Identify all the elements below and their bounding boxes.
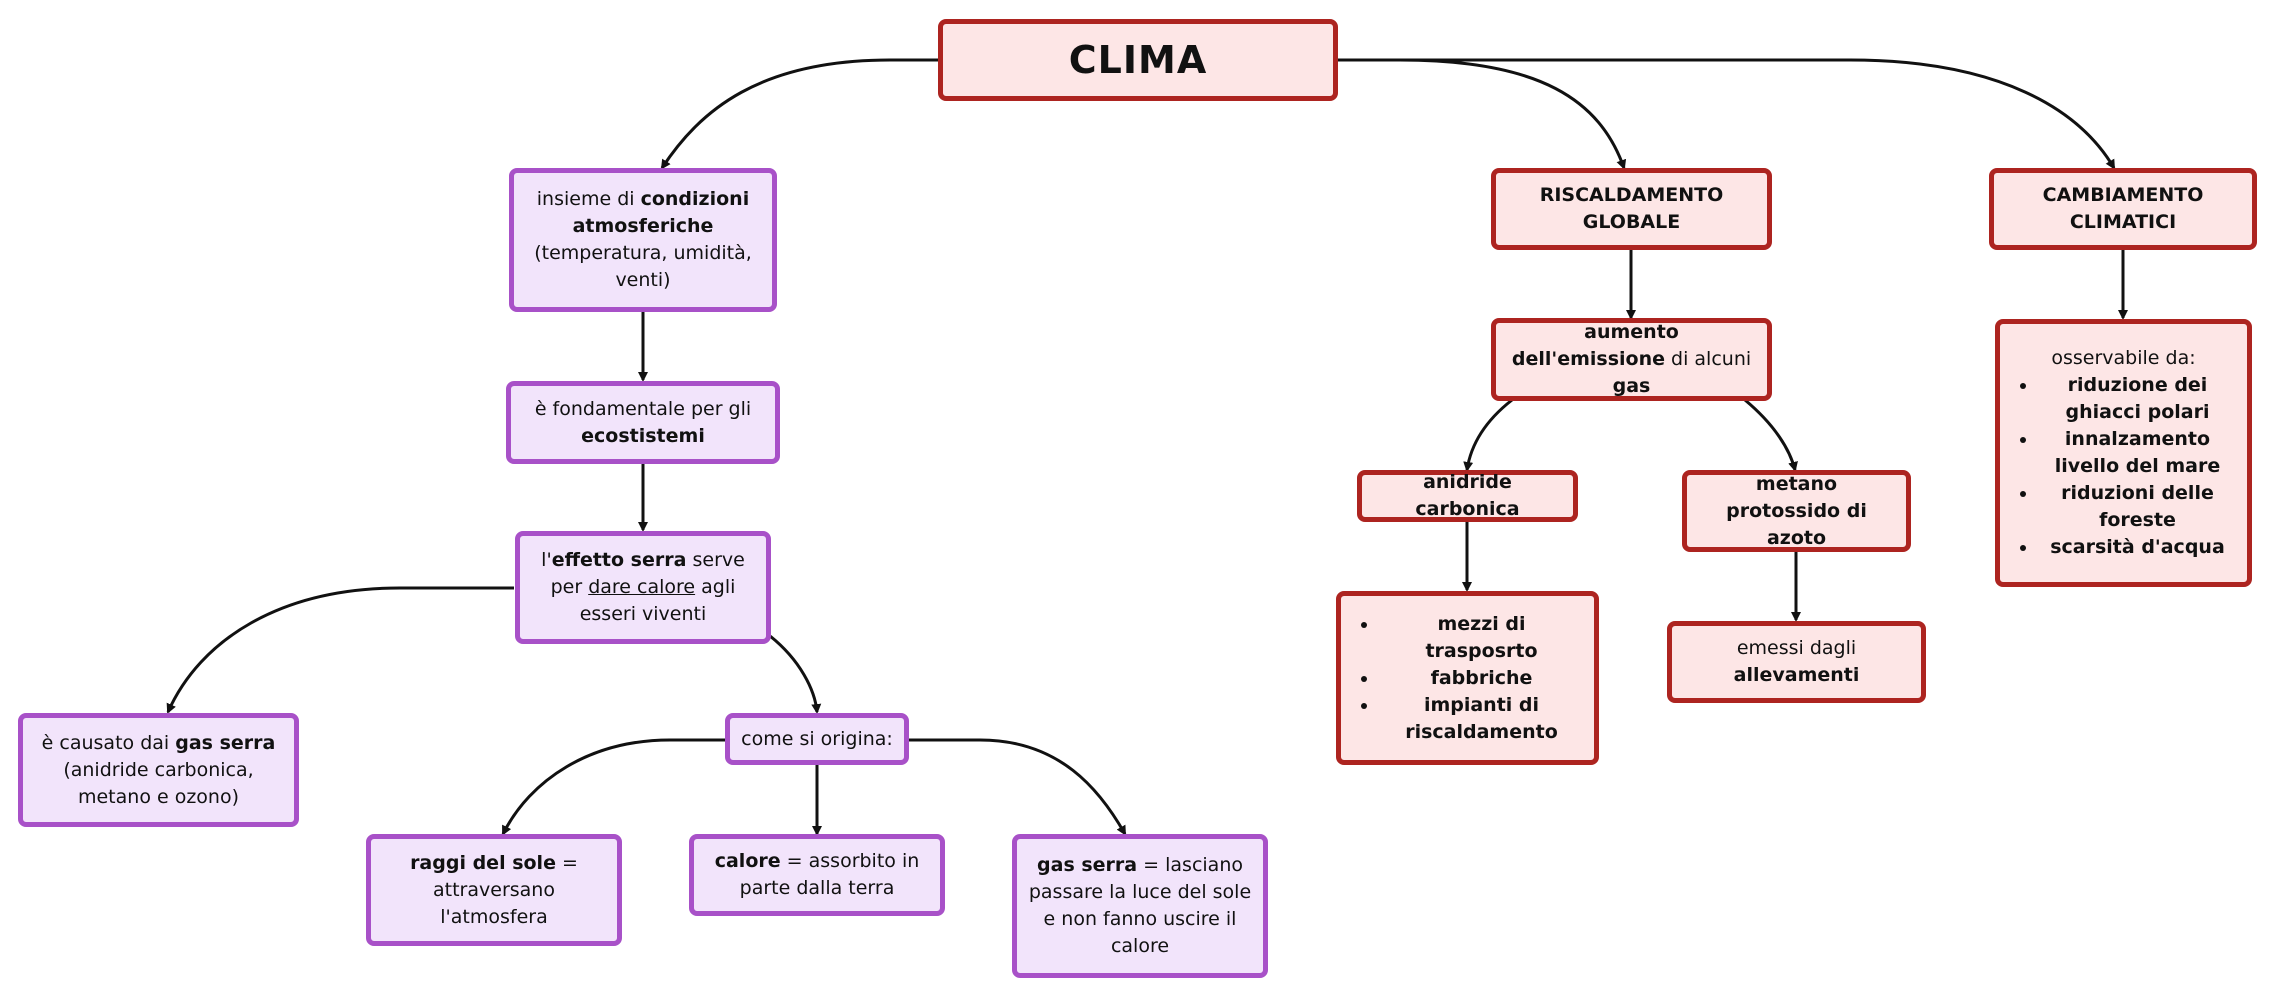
effetto-text-d: dare calore — [588, 576, 696, 598]
calore-node: calore = assorbito in parte dalla terra — [689, 834, 945, 916]
ecosistemi-text: è fondamentale per gli ecostistemi — [535, 396, 751, 450]
riscaldamento-globale-node: RISCALDAMENTO GLOBALE — [1491, 168, 1772, 250]
ecosistemi-node: è fondamentale per gli ecostistemi — [506, 381, 780, 464]
fonte-item: impianti di riscaldamento — [1379, 692, 1584, 746]
condizioni-text-c: (temperatura, umidità, venti) — [534, 242, 752, 291]
anidride-text: anidride carbonica — [1415, 471, 1520, 520]
riscaldamento-heading: RISCALDAMENTO GLOBALE — [1539, 184, 1724, 233]
fonte-item: mezzi di trasposrto — [1379, 611, 1584, 665]
osservabile-list: riduzione dei ghiacci polari innalzament… — [2010, 372, 2237, 561]
edge-effetto-gas — [166, 586, 514, 714]
raggi-sole-node: raggi del sole = attraversano l'atmosfer… — [366, 834, 622, 946]
osservabile-node: osservabile da: riduzione dei ghiacci po… — [1995, 319, 2252, 587]
gas-serra-definizione-node: gas serra = lasciano passare la luce del… — [1012, 834, 1268, 978]
raggi-text-b: = attraversano l'atmosfera — [433, 851, 578, 928]
ecosistemi-text-a: è fondamentale per gli — [534, 397, 752, 420]
metano-node: metano protossido di azoto — [1682, 470, 1911, 552]
fonti-anidride-node: mezzi di trasposrto fabbriche impianti d… — [1336, 591, 1599, 765]
allevamenti-text-b: allevamenti — [1733, 664, 1860, 686]
condizioni-node: insieme di condizioni atmosferiche (temp… — [509, 168, 777, 312]
effetto-text-b: effetto serra — [551, 549, 687, 571]
fonte-item: fabbriche — [1379, 665, 1584, 692]
osservabile-item: scarsità d'acqua — [2038, 534, 2237, 561]
aumento-text-a: aumento dell'emissione — [1511, 321, 1679, 370]
allevamenti-text-a: emessi dagli — [1736, 637, 1857, 659]
gas-serra-definizione-text: gas serra = lasciano passare la luce del… — [1027, 852, 1253, 960]
clima-title: CLIMA — [1068, 37, 1208, 82]
clima-root-node: CLIMA — [938, 19, 1338, 101]
cambiamento-heading: CAMBIAMENTO CLIMATICI — [2042, 184, 2204, 233]
aumento-text: aumento dell'emissione di alcuni gas — [1506, 319, 1757, 400]
calore-text-b: = assorbito in parte dalla terra — [739, 850, 920, 899]
fonti-list: mezzi di trasposrto fabbriche impianti d… — [1351, 611, 1584, 746]
osservabile-intro: osservabile da: — [2051, 347, 2196, 369]
effetto-text-c: serve per — [550, 549, 745, 598]
effetto-text-e: agli esseri viventi — [579, 576, 736, 625]
gas-causa-text-b: gas serra — [175, 731, 276, 754]
allevamenti-node: emessi dagli allevamenti — [1667, 621, 1926, 703]
metano-text-l2: protossido di azoto — [1726, 499, 1867, 549]
come-si-origina-text: come si origina: — [741, 727, 893, 750]
condizioni-text-b: condizioni atmosferiche — [572, 188, 750, 237]
aumento-emissione-node: aumento dell'emissione di alcuni gas — [1491, 318, 1772, 401]
edge-effetto-origina — [769, 634, 822, 714]
allevamenti-text: emessi dagli allevamenti — [1682, 635, 1911, 689]
edge-clima-cambiamento — [1338, 58, 2116, 170]
calore-text-a: calore — [714, 850, 781, 872]
aumento-text-c: gas — [1612, 375, 1651, 397]
osservabile-text: osservabile da: riduzione dei ghiacci po… — [2010, 345, 2237, 561]
effetto-text-a: l' — [541, 549, 552, 571]
ecosistemi-text-b: ecostistemi — [581, 424, 705, 447]
osservabile-item: riduzione dei ghiacci polari — [2038, 372, 2237, 426]
metano-text: metano protossido di azoto — [1697, 471, 1896, 552]
condizioni-text: insieme di condizioni atmosferiche (temp… — [524, 186, 762, 294]
raggi-sole-text: raggi del sole = attraversano l'atmosfer… — [381, 850, 607, 931]
metano-text-l1: metano — [1755, 472, 1838, 495]
osservabile-item: riduzioni delle foreste — [2038, 480, 2237, 534]
gasdef-text-a: gas serra — [1037, 854, 1138, 876]
gasdef-text-b: = lasciano passare la luce del sole e no… — [1028, 854, 1252, 957]
cambiamento-climatici-node: CAMBIAMENTO CLIMATICI — [1989, 168, 2257, 250]
edge-clima-riscaldamento — [1338, 58, 1627, 170]
gas-causa-text-a: è causato dai — [41, 731, 176, 754]
gas-serra-causa-node: è causato dai gas serra (anidride carbon… — [18, 713, 299, 827]
gas-causa-text-c: (anidride carbonica, metano e ozono) — [63, 758, 254, 808]
edge-aumento-anidride — [1463, 398, 1513, 472]
anidride-carbonica-node: anidride carbonica — [1357, 470, 1578, 522]
come-si-origina-node: come si origina: — [725, 713, 909, 765]
condizioni-text-a: insieme di — [536, 188, 641, 210]
edge-aumento-metano — [1744, 398, 1798, 472]
osservabile-item: innalzamento livello del mare — [2038, 426, 2237, 480]
effetto-serra-text: l'effetto serra serve per dare calore ag… — [530, 547, 756, 628]
gas-serra-causa-text: è causato dai gas serra (anidride carbon… — [33, 730, 284, 811]
effetto-serra-node: l'effetto serra serve per dare calore ag… — [515, 531, 771, 644]
edge-origina-raggi — [501, 738, 726, 836]
aumento-text-b: di alcuni — [1664, 348, 1752, 370]
raggi-text-a: raggi del sole — [410, 851, 556, 874]
calore-text: calore = assorbito in parte dalla terra — [704, 848, 930, 902]
edge-clima-condizioni — [660, 58, 938, 170]
edge-origina-gasserra — [908, 738, 1127, 836]
